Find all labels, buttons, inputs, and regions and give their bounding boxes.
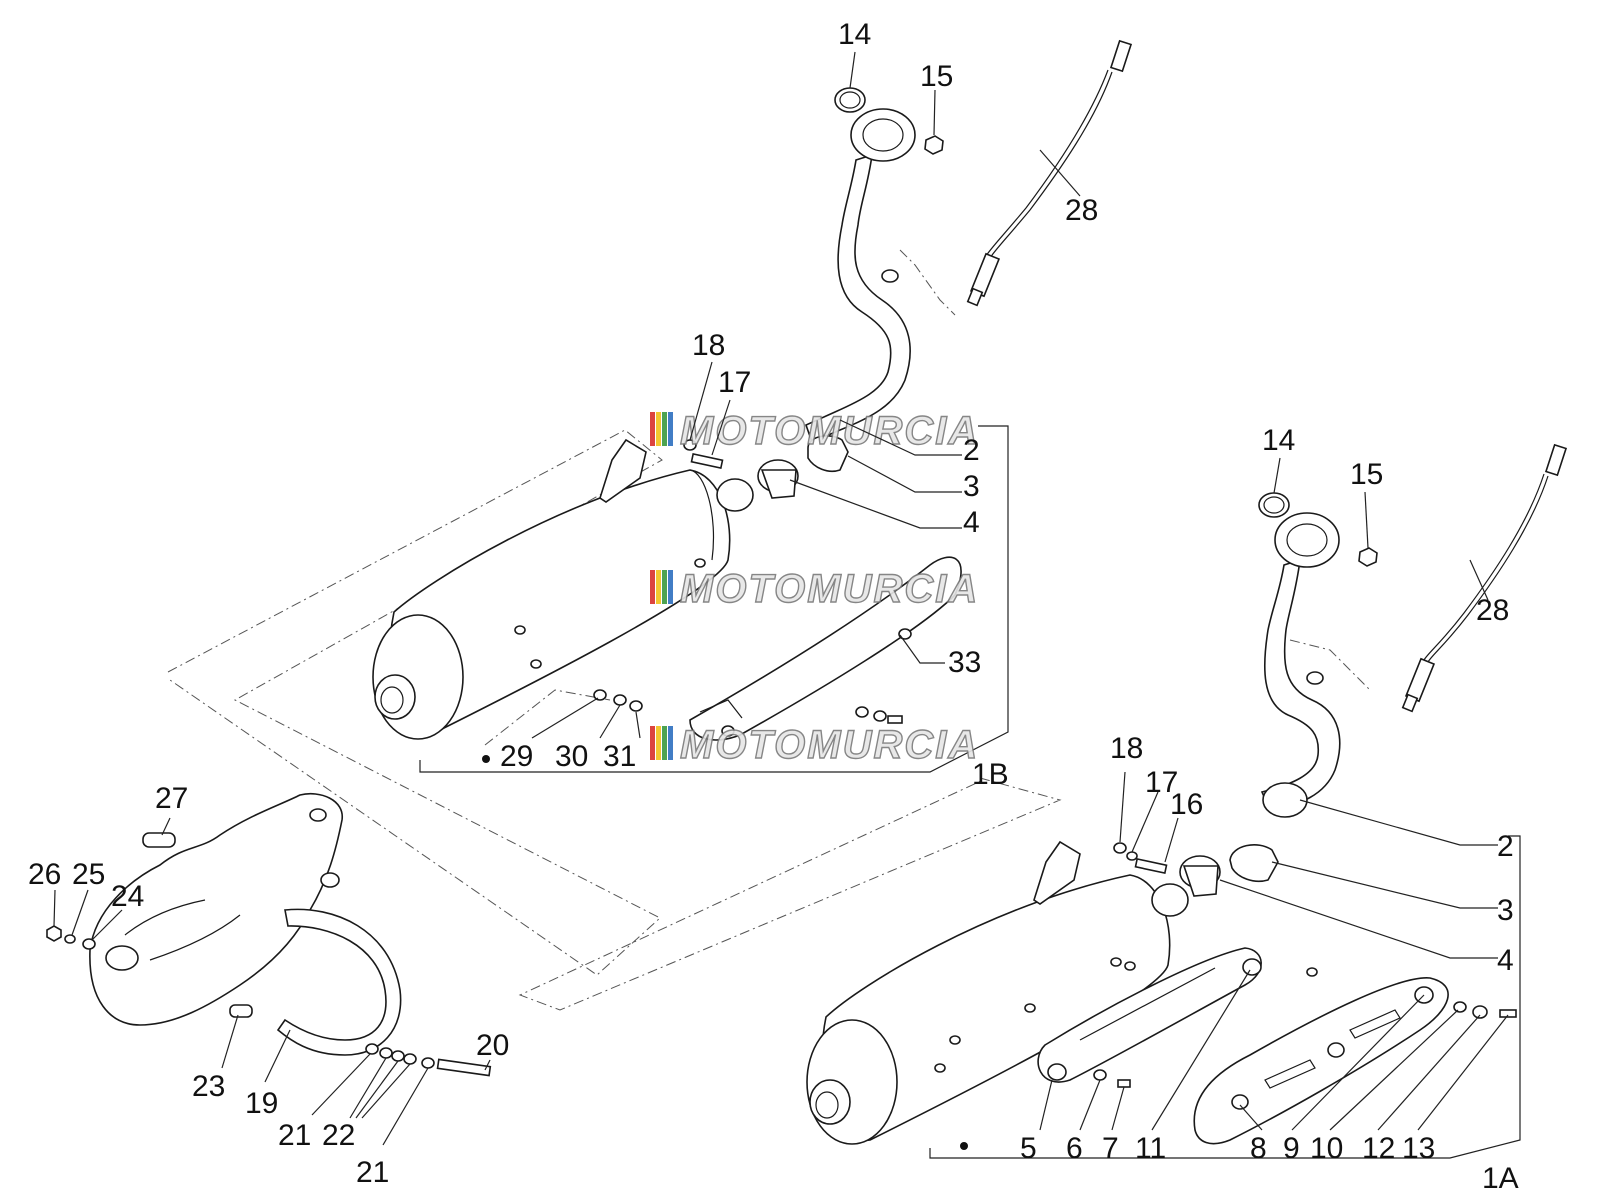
callout-17-lower: 17 [1145,766,1178,799]
lower-muffler-bracket [1037,947,1262,1083]
callout-17-upper: 17 [718,366,751,399]
support-long-bolt [436,1058,492,1077]
watermark-top: MOTOMURCIA [650,408,979,454]
upper-clamp [807,435,849,473]
callout-29: 29 [500,740,533,773]
assembly-outlines [167,249,1371,1011]
callout-1b: 1B [972,758,1009,791]
callout-1a: 1A [1482,1162,1519,1195]
callout-11: 11 [1135,1132,1166,1165]
watermark-text-bottom: MOTOMURCIA [680,723,979,767]
lower-heat-shield [1193,977,1449,1145]
callout-33: 33 [948,646,981,679]
upper-heat-shield [689,556,962,741]
callout-21-bottom: 21 [356,1156,389,1189]
callout-20: 20 [476,1029,509,1062]
support-pin [142,832,176,848]
lower-set-bracket [929,835,1521,1159]
watermark-text-middle: MOTOMURCIA [680,567,979,611]
callout-5: 5 [1020,1132,1037,1165]
callout-30: 30 [555,740,588,773]
callout-28-upper: 28 [1065,194,1098,227]
callout-13: 13 [1402,1132,1435,1165]
callout-27: 27 [155,782,188,815]
lower-lambda-sensor [1401,443,1568,713]
callout-4-upper: 4 [963,506,980,539]
callout-12: 12 [1362,1132,1395,1165]
callout-23: 23 [192,1070,225,1103]
lower-washer [1113,842,1127,854]
watermark-text-top: MOTOMURCIA [680,409,979,453]
upper-header-pipe [805,153,911,444]
callout-25: 25 [72,858,105,891]
callout-28-lower: 28 [1476,594,1509,627]
callout-2-lower: 2 [1497,830,1514,863]
callout-numbers: 14 15 28 18 17 2 3 4 33 29 30 31 1B 14 1… [28,18,1519,1195]
callout-4-lower: 4 [1497,944,1514,977]
callout-3-lower: 3 [1497,894,1514,927]
lower-clamp [1229,844,1279,883]
callout-26: 26 [28,858,61,891]
callout-15-upper: 15 [920,60,953,93]
support-bracket-assembly [46,793,492,1077]
upper-bolt [690,453,724,469]
watermark-group: MOTOMURCIA MOTOMURCIA MOTOMURCIA [650,408,979,768]
upper-pipe-flange [850,108,916,162]
callout-19: 19 [245,1087,278,1120]
callout-14-upper: 14 [838,18,871,51]
callout-18-upper: 18 [692,329,725,362]
callout-9: 9 [1283,1132,1300,1165]
upper-flange-nut [924,135,944,155]
watermark-middle: MOTOMURCIA [650,566,979,612]
callout-6: 6 [1066,1132,1083,1165]
callout-2-upper: 2 [963,434,980,467]
leader-lines [53,51,1509,1146]
exhaust-strap [276,908,402,1056]
lower-bolt [1134,858,1168,874]
lower-header-pipe [1260,558,1341,811]
lower-exhaust-assembly [806,443,1568,1145]
callout-22: 22 [322,1119,355,1152]
callout-8: 8 [1250,1132,1267,1165]
callout-21-top: 21 [278,1119,311,1152]
watermark-bottom: MOTOMURCIA [650,722,979,768]
callout-18-lower: 18 [1110,732,1143,765]
lower-pipe-flange [1274,512,1340,568]
callout-7: 7 [1102,1132,1119,1165]
callout-31: 31 [603,740,636,773]
callout-3-upper: 3 [963,470,980,503]
upper-set-bracket [419,425,1009,773]
exhaust-support-bracket [89,793,343,1026]
upper-exhaust-assembly [372,39,1133,741]
upper-lambda-sensor [966,39,1133,307]
callout-15-lower: 15 [1350,458,1383,491]
callout-14-lower: 14 [1262,424,1295,457]
callout-10: 10 [1310,1132,1343,1165]
callout-16: 16 [1170,788,1203,821]
lower-flange-nut [1358,547,1378,567]
callout-24: 24 [111,880,144,913]
